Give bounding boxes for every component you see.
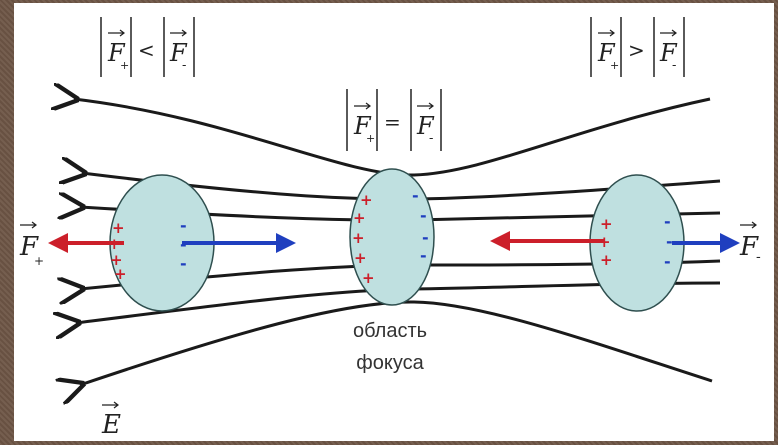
- plus-sign: +: [352, 229, 365, 247]
- minus-subscript: -: [756, 249, 761, 265]
- plus-subscript: +: [34, 254, 44, 268]
- minus-subscript: -: [672, 58, 676, 73]
- plus-sign: +: [600, 251, 613, 269]
- minus-sign: -: [664, 252, 671, 271]
- focus-region-label-line1: область: [353, 320, 427, 342]
- equals-sign: =: [384, 110, 401, 134]
- minus-sign: -: [412, 186, 419, 205]
- force-label-right: F -: [739, 221, 761, 265]
- minus-subscript: -: [182, 58, 186, 73]
- plus-sign: +: [360, 191, 373, 209]
- minus-sign: -: [180, 254, 187, 273]
- plus-sign: +: [362, 269, 375, 287]
- charges-right-positive: + + +: [598, 215, 613, 269]
- minus-sign: -: [666, 232, 673, 251]
- greater-than-sign: >: [628, 38, 645, 62]
- plus-sign: +: [114, 265, 127, 283]
- force-symbol: F: [597, 39, 616, 67]
- charges-left-negative: - - -: [180, 216, 187, 273]
- field-label: E: [101, 401, 121, 440]
- minus-sign: -: [180, 235, 187, 254]
- plus-sign: +: [600, 215, 613, 233]
- charges-center-negative: - - - -: [412, 186, 429, 265]
- charges-right-negative: - - -: [664, 212, 673, 271]
- field-line-1: [74, 99, 711, 177]
- plus-sign: +: [353, 209, 366, 227]
- force-symbol: F: [19, 232, 39, 262]
- force-symbol: F: [739, 232, 759, 262]
- field-symbol: E: [101, 410, 121, 440]
- force-symbol: F: [169, 39, 188, 67]
- plus-sign: +: [112, 219, 125, 237]
- minus-sign: -: [664, 212, 671, 231]
- plus-subscript: +: [120, 59, 129, 72]
- less-than-sign: <: [138, 38, 155, 62]
- diagram-panel: + + + + - - - + + + + + - - -: [14, 3, 774, 441]
- plus-sign: +: [110, 251, 123, 269]
- plus-subscript: +: [366, 132, 375, 145]
- force-label-left: F +: [19, 221, 44, 268]
- plus-sign: +: [598, 233, 611, 251]
- force-symbol: F: [107, 39, 126, 67]
- focus-region-label-line2: фокуса: [356, 352, 424, 374]
- formula-right: F + > F -: [590, 17, 685, 77]
- formula-center: F + = F -: [346, 89, 442, 151]
- plus-subscript: +: [610, 59, 619, 72]
- formula-left: F + < F -: [100, 17, 195, 77]
- minus-sign: -: [422, 228, 429, 247]
- force-symbol: F: [353, 112, 372, 140]
- force-symbol: F: [416, 112, 435, 140]
- minus-sign: -: [180, 216, 187, 235]
- charges-left-positive: + + + +: [108, 219, 127, 283]
- sphere-center: [349, 168, 435, 306]
- minus-sign: -: [420, 206, 427, 225]
- plus-sign: +: [354, 249, 367, 267]
- dipole-field-diagram: + + + + - - - + + + + + - - -: [19, 17, 761, 440]
- force-symbol: F: [659, 39, 678, 67]
- charges-center-positive: + + + + +: [352, 191, 375, 287]
- plus-sign: +: [108, 235, 121, 253]
- minus-subscript: -: [429, 131, 433, 146]
- minus-sign: -: [420, 246, 427, 265]
- field-line-6: [80, 300, 713, 385]
